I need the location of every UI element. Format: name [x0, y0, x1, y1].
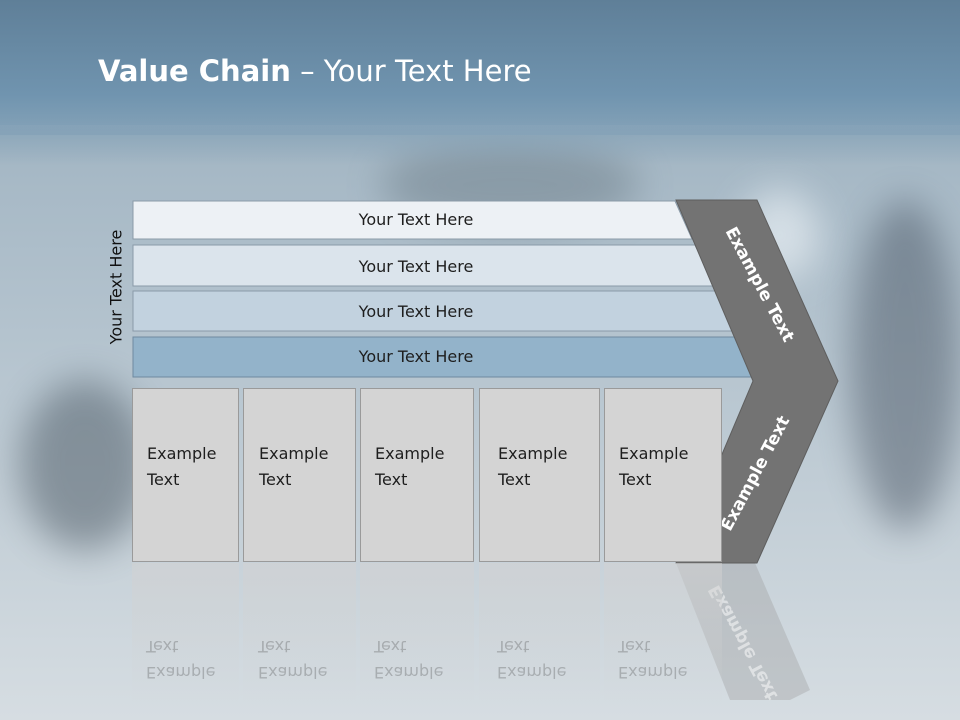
reflection-text: Example Text [374, 633, 469, 685]
header-band [0, 0, 960, 135]
box-line-1: Example [147, 444, 217, 463]
reflection-line-2: Text [497, 637, 530, 656]
box-line-2: Text [147, 470, 180, 489]
reflection-line-1: Example [374, 663, 444, 682]
box-reflection-4: Example Text [479, 563, 600, 703]
background-photo [20, 380, 150, 550]
header-fade [0, 125, 960, 165]
band-label-3: Your Text Here [358, 302, 474, 321]
box-line-1: Example [619, 444, 689, 463]
title-rest: – Your Text Here [290, 54, 532, 88]
reflection-line-1: Example [618, 663, 688, 682]
reflection-line-2: Text [258, 637, 291, 656]
reflection-line-1: Example [497, 663, 567, 682]
reflection-text: Example Text [258, 633, 353, 685]
box-reflection-2: Example Text [243, 563, 356, 703]
reflection-line-2: Text [618, 637, 651, 656]
box-reflection-3: Example Text [360, 563, 474, 703]
box-line-2: Text [375, 470, 408, 489]
box-reflection-1: Example Text [132, 563, 239, 703]
box-line-1: Example [259, 444, 329, 463]
box-line-2: Text [498, 470, 531, 489]
title-bold: Value Chain [98, 54, 291, 88]
reflection-text: Example Text [497, 633, 592, 685]
reflection-text: Example Text [618, 633, 713, 685]
reflection-line-1: Example [258, 663, 328, 682]
box-line-2: Text [619, 470, 652, 489]
band-label-1: Your Text Here [358, 210, 474, 229]
reflection-text: Example Text [146, 633, 241, 685]
box-reflection-5: Example Text [604, 563, 722, 703]
reflection-line-2: Text [146, 637, 179, 656]
reflection-line-1: Example [146, 663, 216, 682]
slide-title: Value Chain – Your Text Here [98, 54, 532, 88]
band-label-4: Your Text Here [358, 347, 474, 366]
box-line-1: Example [498, 444, 568, 463]
band-label-2: Your Text Here [358, 257, 474, 276]
box-line-2: Text [259, 470, 292, 489]
reflection-line-2: Text [374, 637, 407, 656]
background-photo-figure [850, 200, 960, 530]
box-line-1: Example [375, 444, 445, 463]
band-shape-1 [132, 200, 693, 240]
